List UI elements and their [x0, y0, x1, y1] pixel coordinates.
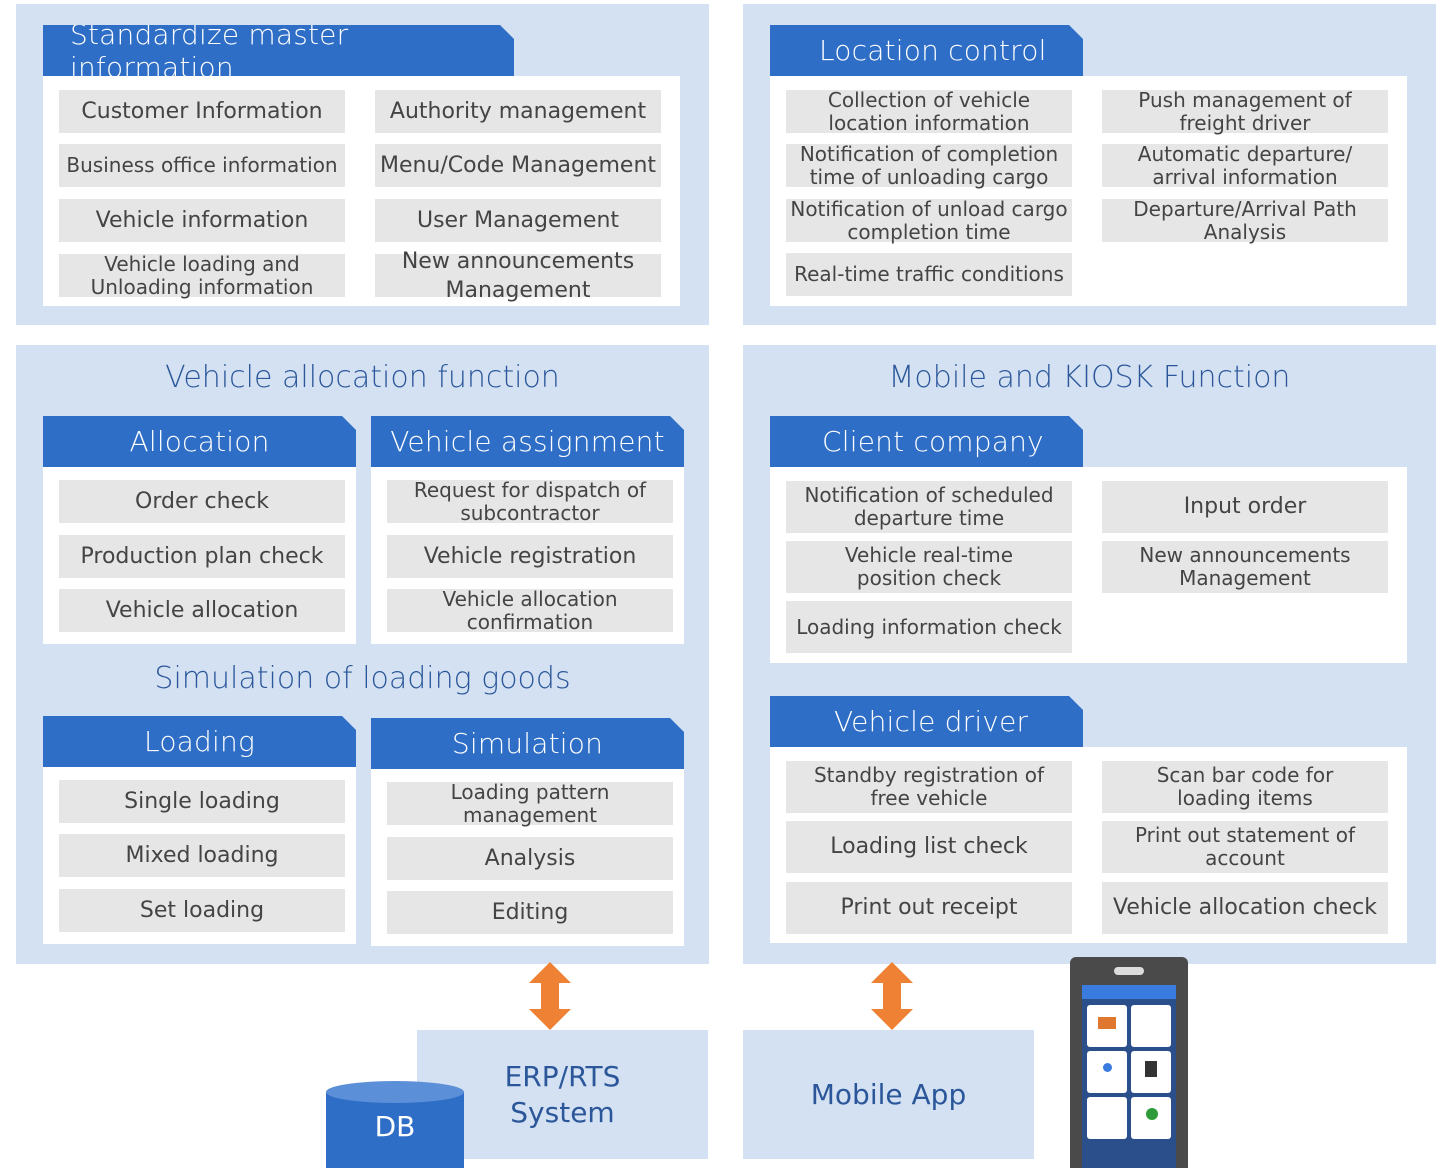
allocation-item: Order check [59, 480, 345, 523]
location-item: Real-time traffic conditions [786, 253, 1072, 296]
client-item: New announcements Management [1102, 541, 1388, 593]
assignment-item: Vehicle registration [387, 535, 673, 578]
master-item: Menu/Code Management [375, 144, 661, 187]
bidirectional-arrow-icon [529, 962, 571, 1030]
phone-speaker [1114, 967, 1144, 975]
database-icon [326, 1081, 464, 1168]
map-pin-icon [1103, 1063, 1112, 1072]
phone-screen [1082, 985, 1176, 1168]
simulation-heading: Simulation of loading goods [154, 661, 571, 696]
driver-item: Vehicle allocation check [1102, 882, 1388, 934]
loading-item: Mixed loading [59, 834, 345, 877]
driver-item: Scan bar code for loading items [1102, 761, 1388, 813]
phone-app-tile [1131, 1005, 1171, 1047]
driver-item: Print out receipt [786, 882, 1072, 934]
bidirectional-arrow-icon [871, 962, 913, 1030]
location-tab: Location control [770, 25, 1083, 76]
location-item: Notification of unload cargo completion … [786, 197, 1072, 243]
loading-item: Single loading [59, 780, 345, 823]
master-item: Business office information [59, 144, 345, 187]
driver-item: Standby registration of free vehicle [786, 761, 1072, 813]
mobile-app-box: Mobile App [743, 1030, 1034, 1159]
db-label: DB [374, 1110, 416, 1143]
location-item: Notification of completion time of unloa… [786, 142, 1072, 188]
phone-icon [1070, 957, 1188, 1168]
master-item: Customer Information [59, 90, 345, 133]
phone-app-tile [1087, 1097, 1127, 1139]
master-item: Vehicle loading and Unloading informatio… [59, 252, 345, 298]
simulation-item: Analysis [387, 837, 673, 880]
phone-header-bar [1082, 985, 1176, 999]
phone-app-tile [1087, 1051, 1127, 1093]
location-item: Departure/Arrival Path Analysis [1102, 197, 1388, 243]
location-item: Push management of freight driver [1102, 88, 1388, 134]
client-item: Loading information check [786, 601, 1072, 653]
allocation-item: Production plan check [59, 535, 345, 578]
assignment-tab: Vehicle assignment [371, 416, 684, 467]
allocation-tab: Allocation [43, 416, 356, 467]
master-item: Authority management [375, 90, 661, 133]
master-item: Vehicle information [59, 199, 345, 242]
location-item: Collection of vehicle location informati… [786, 88, 1072, 134]
simulation-tab: Simulation [371, 718, 684, 769]
simulation-item: Editing [387, 891, 673, 934]
mobile-heading: Mobile and KIOSK Function [888, 360, 1291, 395]
client-item: Vehicle real-time position check [786, 541, 1072, 593]
driver-item: Loading list check [786, 821, 1072, 873]
location-item: Automatic departure/ arrival information [1102, 142, 1388, 188]
simulation-item: Loading pattern management [387, 780, 673, 826]
allocation-item: Vehicle allocation [59, 589, 345, 632]
loading-item: Set loading [59, 889, 345, 932]
master-item: User Management [375, 199, 661, 242]
truck-icon [1098, 1017, 1116, 1029]
driver-tab: Vehicle driver [770, 696, 1083, 747]
client-item: Notification of scheduled departure time [786, 481, 1072, 533]
loading-tab: Loading [43, 716, 356, 767]
client-item: Input order [1102, 481, 1388, 533]
client-tab: Client company [770, 416, 1083, 467]
phone-call-icon [1146, 1108, 1158, 1120]
erp-system-box: ERP/RTS System [417, 1030, 708, 1159]
document-icon [1145, 1061, 1157, 1077]
master-item: New announcements Management [375, 249, 661, 303]
assignment-item: Request for dispatch of subcontractor [387, 478, 673, 524]
master-info-tab: Standardize master information [43, 25, 514, 76]
allocation-heading: Vehicle allocation function [165, 360, 560, 395]
assignment-item: Vehicle allocation confirmation [387, 587, 673, 633]
driver-item: Print out statement of account [1102, 821, 1388, 873]
